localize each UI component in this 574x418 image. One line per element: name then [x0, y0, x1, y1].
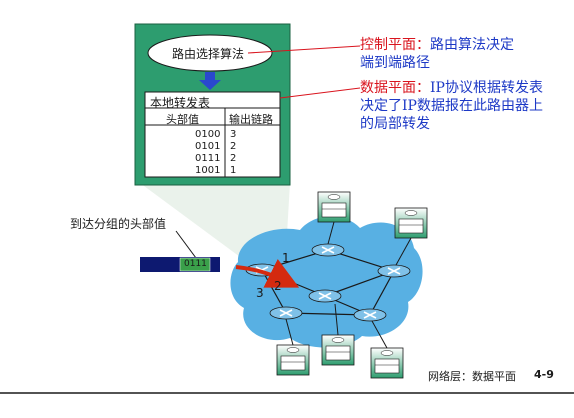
packet-value: 0111	[184, 259, 207, 269]
forwarding-arrow	[235, 258, 300, 288]
table-row: 0111	[195, 153, 221, 164]
data-plane-line3: 的局部转发	[360, 116, 430, 132]
forwarding-table	[144, 91, 281, 178]
table-row: 0101	[195, 141, 221, 152]
table-row: 1001	[195, 165, 221, 176]
router-4	[308, 289, 342, 303]
control-pointer-line	[247, 45, 361, 54]
router-3	[377, 264, 411, 278]
forwarding-table-title: 本地转发表	[150, 96, 211, 110]
link-label-2: 2	[274, 279, 282, 293]
control-plane-line1: 路由算法决定	[430, 37, 514, 53]
control-plane-text: 控制平面：路由算法决定 端到端路径	[360, 36, 514, 72]
data-plane-line2: 决定了IP数据报在此路由器上	[360, 98, 543, 114]
table-row: 0100	[195, 129, 221, 140]
link-label-3: 3	[256, 286, 264, 300]
control-plane-term: 控制平面：	[360, 37, 430, 53]
host-bottom-right	[370, 347, 404, 379]
footer-chapter: 网络层：数据平面	[428, 370, 516, 383]
table-row-link: 2	[230, 153, 237, 164]
table-row-link: 2	[230, 141, 237, 152]
data-plane-term: 数据平面：	[360, 80, 430, 96]
data-pointer-line	[279, 87, 361, 99]
packet-caption-pointer	[175, 230, 197, 259]
router-2	[311, 243, 345, 257]
packet-caption: 到达分组的头部值	[70, 217, 167, 231]
host-top-right	[394, 207, 428, 239]
table-row-link: 1	[230, 165, 237, 176]
routing-algorithm-ellipse	[147, 34, 273, 72]
table-column-output: 输出链路	[229, 113, 273, 126]
control-plane-line2: 端到端路径	[360, 55, 430, 71]
footer-page-number: 4-9	[534, 368, 554, 381]
router-5	[269, 306, 303, 320]
down-arrow	[199, 72, 221, 90]
host-top-center	[317, 191, 351, 223]
host-bottom-center	[321, 334, 355, 366]
network-cloud	[230, 216, 423, 348]
link-label-1: 1	[282, 251, 290, 265]
table-row-link: 3	[230, 129, 237, 140]
data-plane-line1: IP协议根据转发表	[430, 80, 543, 96]
host-links	[285, 221, 412, 349]
packet-header	[179, 257, 211, 272]
table-column-header: 头部值	[166, 113, 199, 126]
routing-algorithm-label: 路由选择算法	[172, 47, 245, 61]
router-6	[353, 308, 387, 322]
data-plane-text: 数据平面：IP协议根据转发表 决定了IP数据报在此路由器上 的局部转发	[360, 79, 543, 133]
host-bottom-left	[276, 344, 310, 376]
